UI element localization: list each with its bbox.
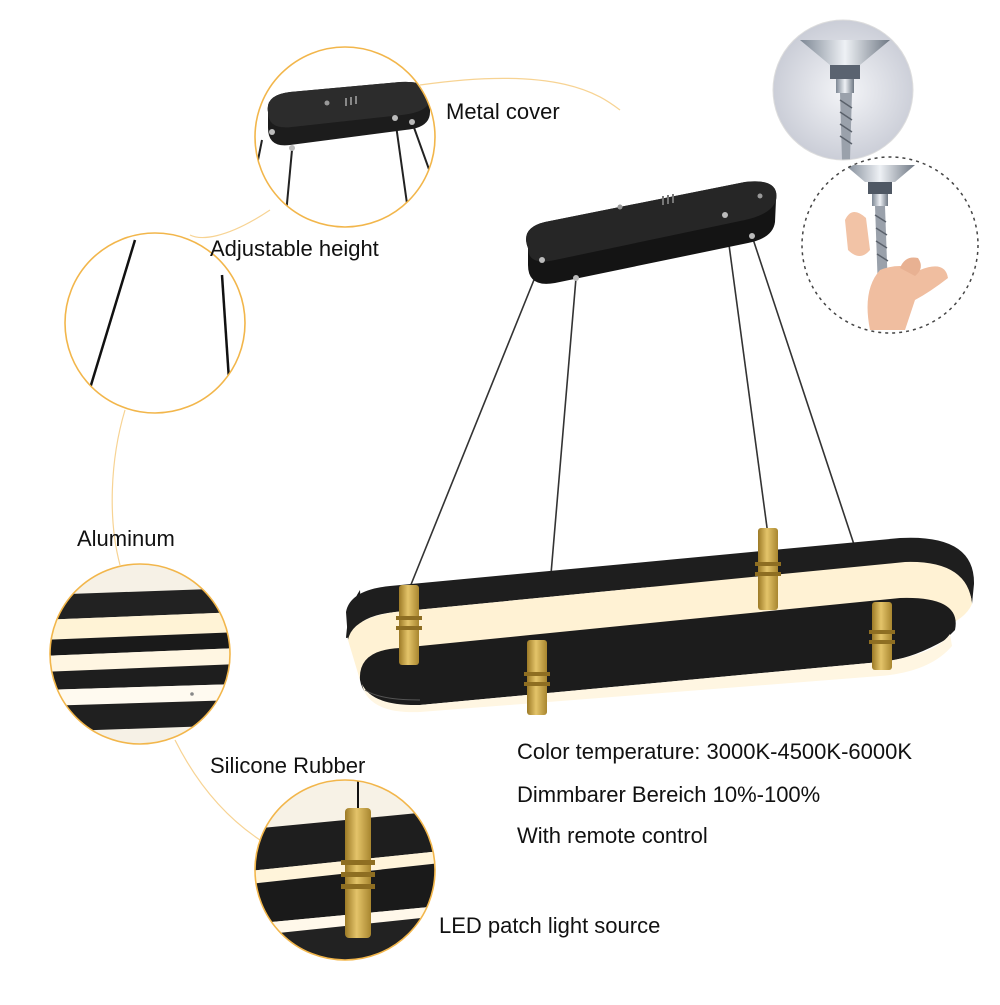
spec-color-temperature: Color temperature: 3000K-4500K-6000K: [517, 739, 913, 764]
spec-remote-control: With remote control: [517, 823, 708, 848]
label-adjustable-height: Adjustable height: [210, 236, 379, 261]
callout-led-source: [254, 779, 436, 961]
spec-dimming-range: Dimmbarer Bereich 10%-100%: [517, 782, 821, 807]
callout-metal-cover: [254, 46, 436, 228]
suspension-wire: [407, 259, 543, 593]
inner-ring: [359, 597, 956, 706]
brass-holder: [755, 528, 781, 610]
ceiling-canopy-photo: [772, 19, 914, 161]
brass-holder: [524, 640, 550, 715]
label-led-source: LED patch light source: [439, 913, 661, 938]
label-aluminum: Aluminum: [77, 526, 175, 551]
hand-adjust-photo: [801, 156, 979, 334]
callout-adjustable-height: [64, 232, 246, 414]
brass-holder: [869, 602, 895, 670]
callout-connector-line: [111, 77, 621, 841]
metal-cover-canopy: [526, 181, 777, 284]
brass-holder: [396, 585, 422, 665]
pendant-light-fixture: [346, 181, 975, 715]
label-metal-cover: Metal cover: [446, 99, 560, 124]
label-silicone-rubber: Silicone Rubber: [210, 753, 366, 778]
suspension-wire: [724, 214, 769, 536]
callout-aluminum: [49, 563, 231, 745]
